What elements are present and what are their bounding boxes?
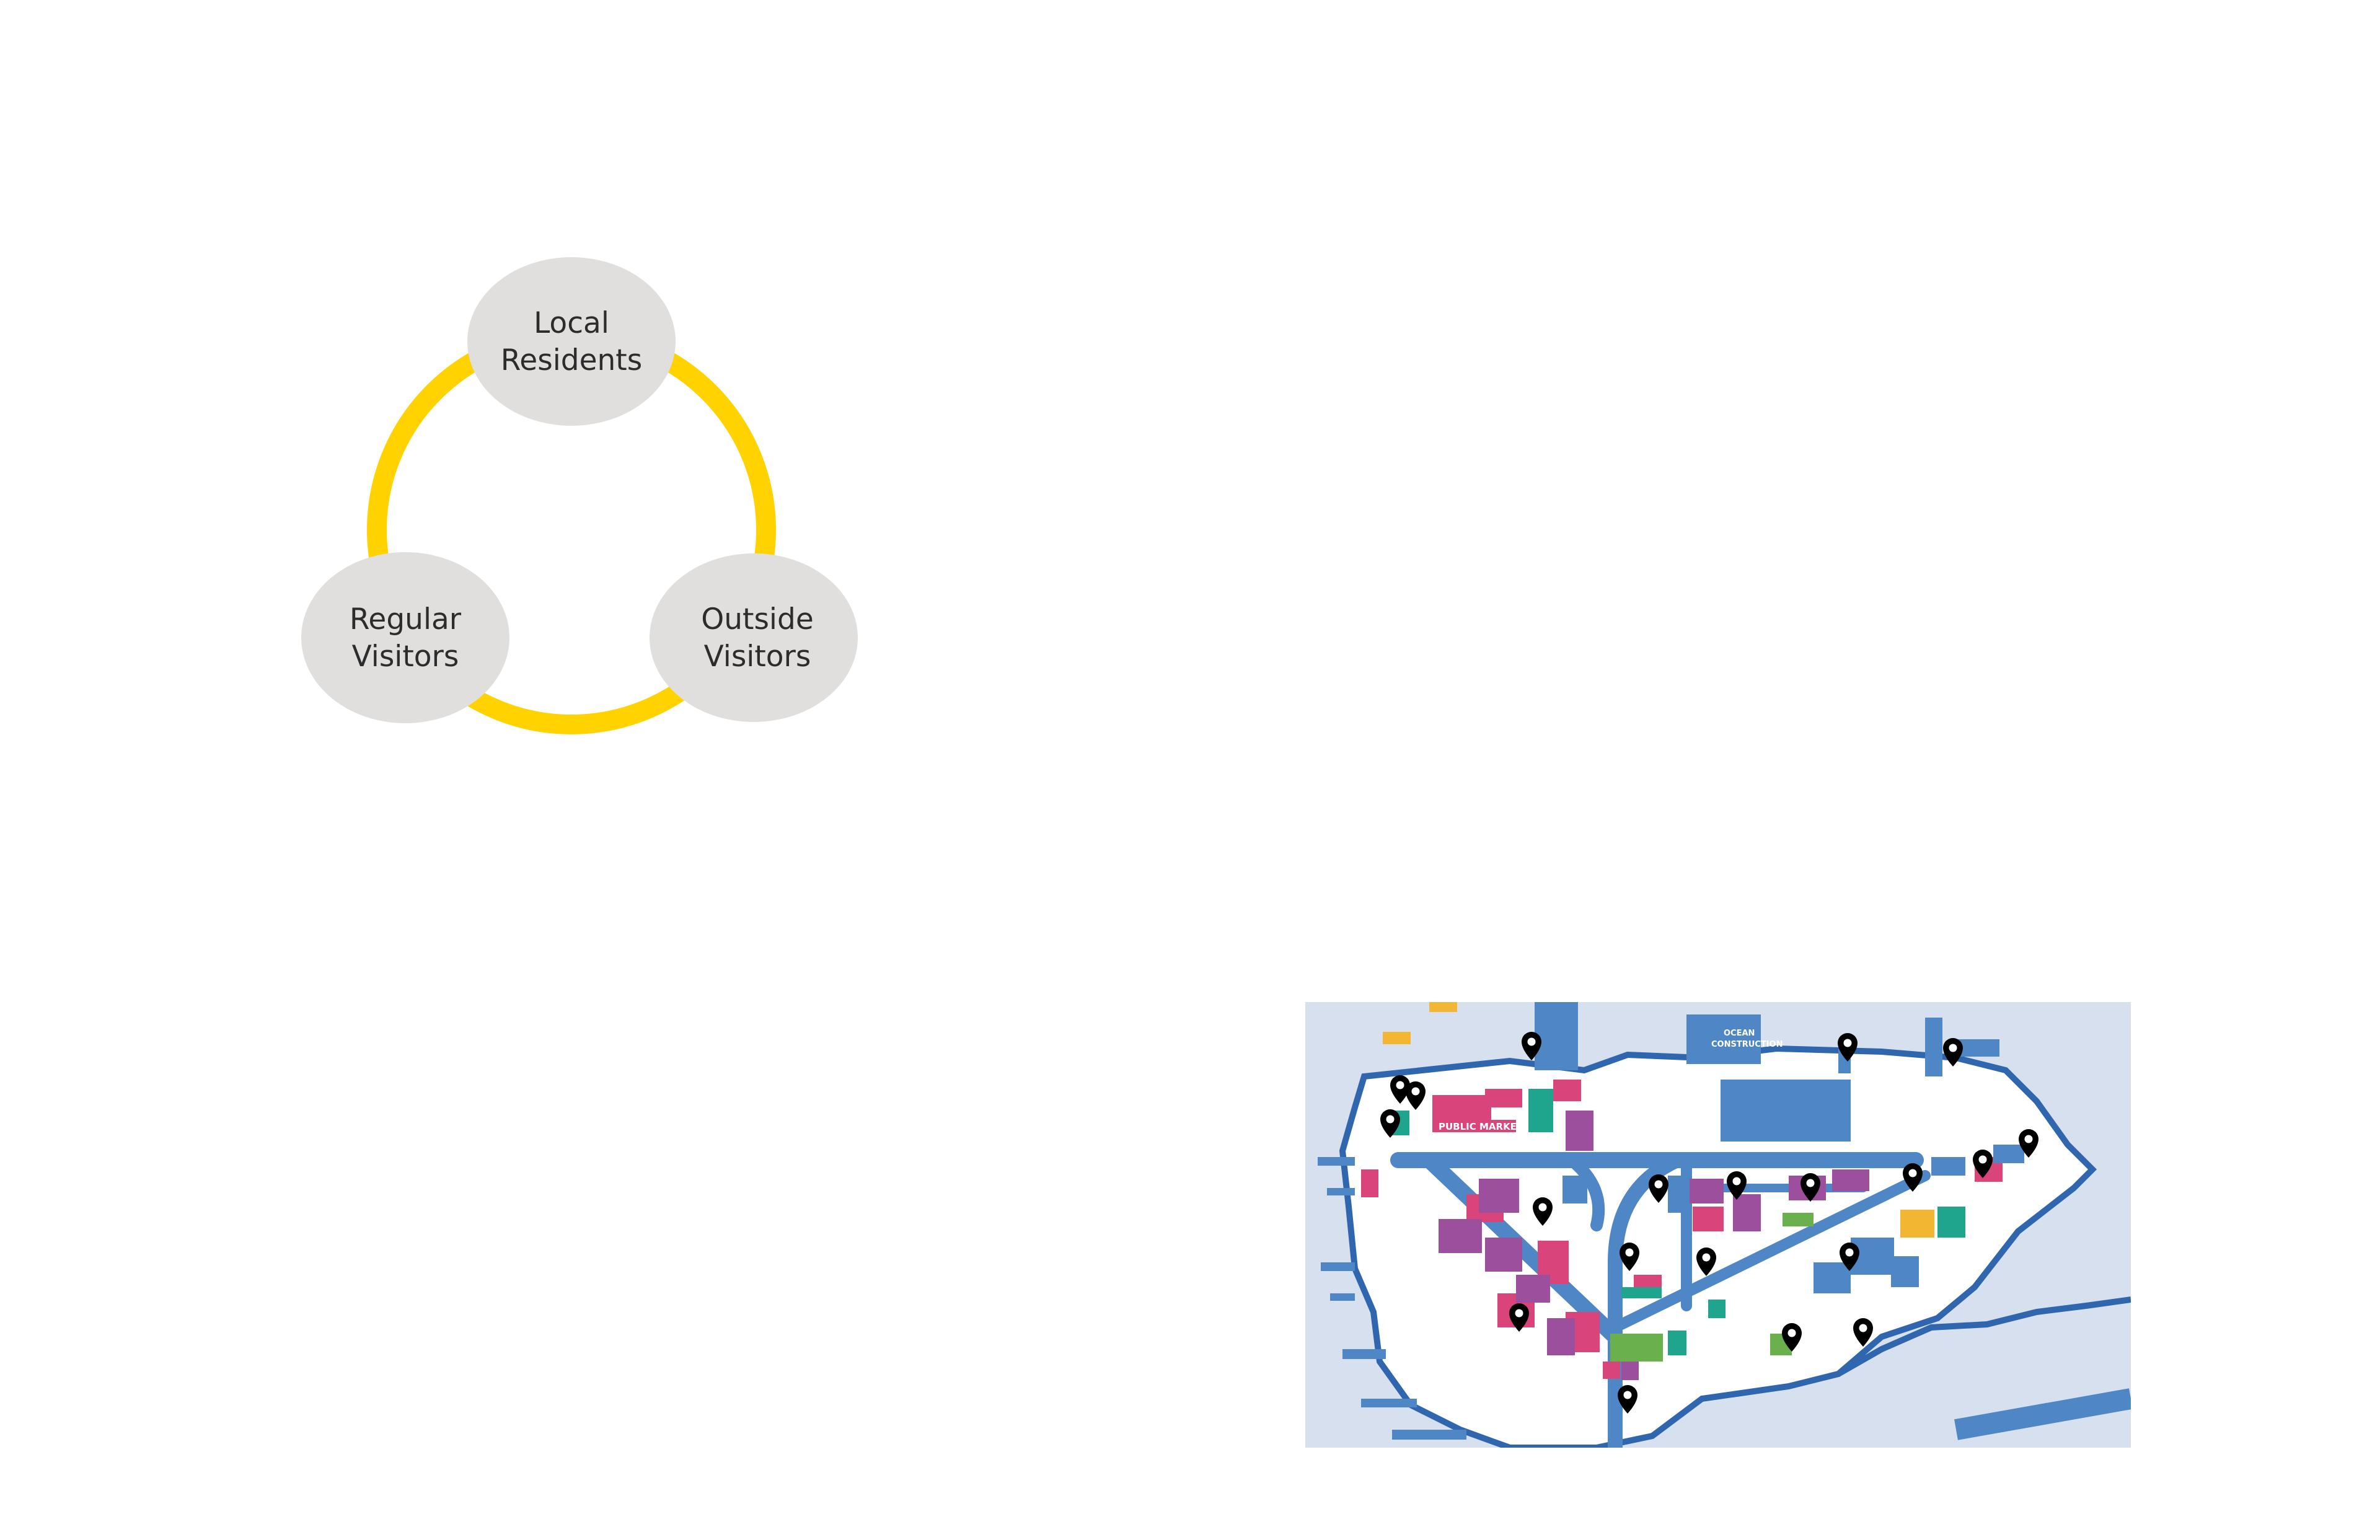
location-pin-icon[interactable] bbox=[1533, 1197, 1553, 1226]
location-pin-icon[interactable] bbox=[2019, 1129, 2038, 1158]
public-market-label: PUBLIC MARKET bbox=[1439, 1121, 1523, 1132]
location-pin-icon[interactable] bbox=[1840, 1243, 1859, 1271]
location-pin-icon[interactable] bbox=[1903, 1163, 1923, 1192]
blue-buildings bbox=[1562, 1145, 2024, 1293]
location-pin-icon[interactable] bbox=[1618, 1385, 1637, 1414]
node-local-residents: Local Residents bbox=[467, 257, 676, 426]
location-pin-icon[interactable] bbox=[1620, 1243, 1639, 1271]
location-pin-icon[interactable] bbox=[1853, 1318, 1873, 1347]
ocean-construction-label-1: OCEAN bbox=[1724, 1029, 1755, 1038]
location-pin-icon[interactable] bbox=[1390, 1075, 1410, 1104]
location-pin-icon[interactable] bbox=[1696, 1247, 1716, 1276]
location-pin-icon[interactable] bbox=[1782, 1323, 1802, 1352]
node-ellipse bbox=[650, 553, 858, 722]
node-ellipse bbox=[467, 257, 676, 426]
location-pin-icon[interactable] bbox=[1800, 1173, 1820, 1202]
node-label-line-1: Local bbox=[534, 306, 609, 340]
side-road bbox=[1566, 1154, 1605, 1231]
west-piers bbox=[1318, 1157, 1466, 1440]
north-structures bbox=[1535, 1002, 1999, 1142]
node-label-line-2: Residents bbox=[501, 343, 642, 377]
node-regular-visitors: Regular Visitors bbox=[301, 552, 509, 723]
node-label-line-1: Regular bbox=[350, 602, 462, 636]
land-mass bbox=[1339, 1045, 2097, 1448]
central-road bbox=[1608, 1153, 1685, 1448]
teal-buildings bbox=[1392, 1089, 1965, 1355]
diagonal-road-east bbox=[1616, 1170, 1931, 1330]
location-pin-icon[interactable] bbox=[1406, 1081, 1426, 1110]
location-pin-icon[interactable] bbox=[1727, 1171, 1747, 1200]
node-ellipse bbox=[301, 552, 509, 723]
location-pin-icon[interactable] bbox=[1943, 1038, 1963, 1067]
location-pin-icon[interactable] bbox=[1380, 1109, 1400, 1138]
purple-buildings bbox=[1439, 1111, 1869, 1380]
location-pin-icon[interactable] bbox=[1509, 1303, 1529, 1332]
node-label-line-1: Outside bbox=[701, 602, 814, 636]
stakeholder-cycle-diagram: Local Residents Regular Visitors Outside… bbox=[301, 257, 858, 734]
district-map: OCEAN CONSTRUCTION PUB bbox=[1305, 1002, 2131, 1448]
node-label-line-2: Visitors bbox=[704, 640, 811, 674]
location-pin-icon[interactable] bbox=[1522, 1032, 1541, 1060]
ocean-construction-label-2: CONSTRUCTION bbox=[1711, 1040, 1783, 1049]
breakwater bbox=[1954, 1388, 2131, 1440]
public-market-sign bbox=[1432, 1120, 1516, 1132]
node-outside-visitors: Outside Visitors bbox=[650, 553, 858, 722]
map-illustration: OCEAN CONSTRUCTION PUB bbox=[1305, 1002, 2131, 1448]
location-pins bbox=[1380, 1032, 2038, 1414]
location-pin-icon[interactable] bbox=[1649, 1174, 1668, 1203]
location-pin-icon[interactable] bbox=[1838, 1033, 1858, 1062]
location-pin-icon[interactable] bbox=[1973, 1150, 1993, 1178]
south-shoreline bbox=[1836, 1296, 2131, 1377]
node-label-line-2: Visitors bbox=[352, 640, 459, 674]
